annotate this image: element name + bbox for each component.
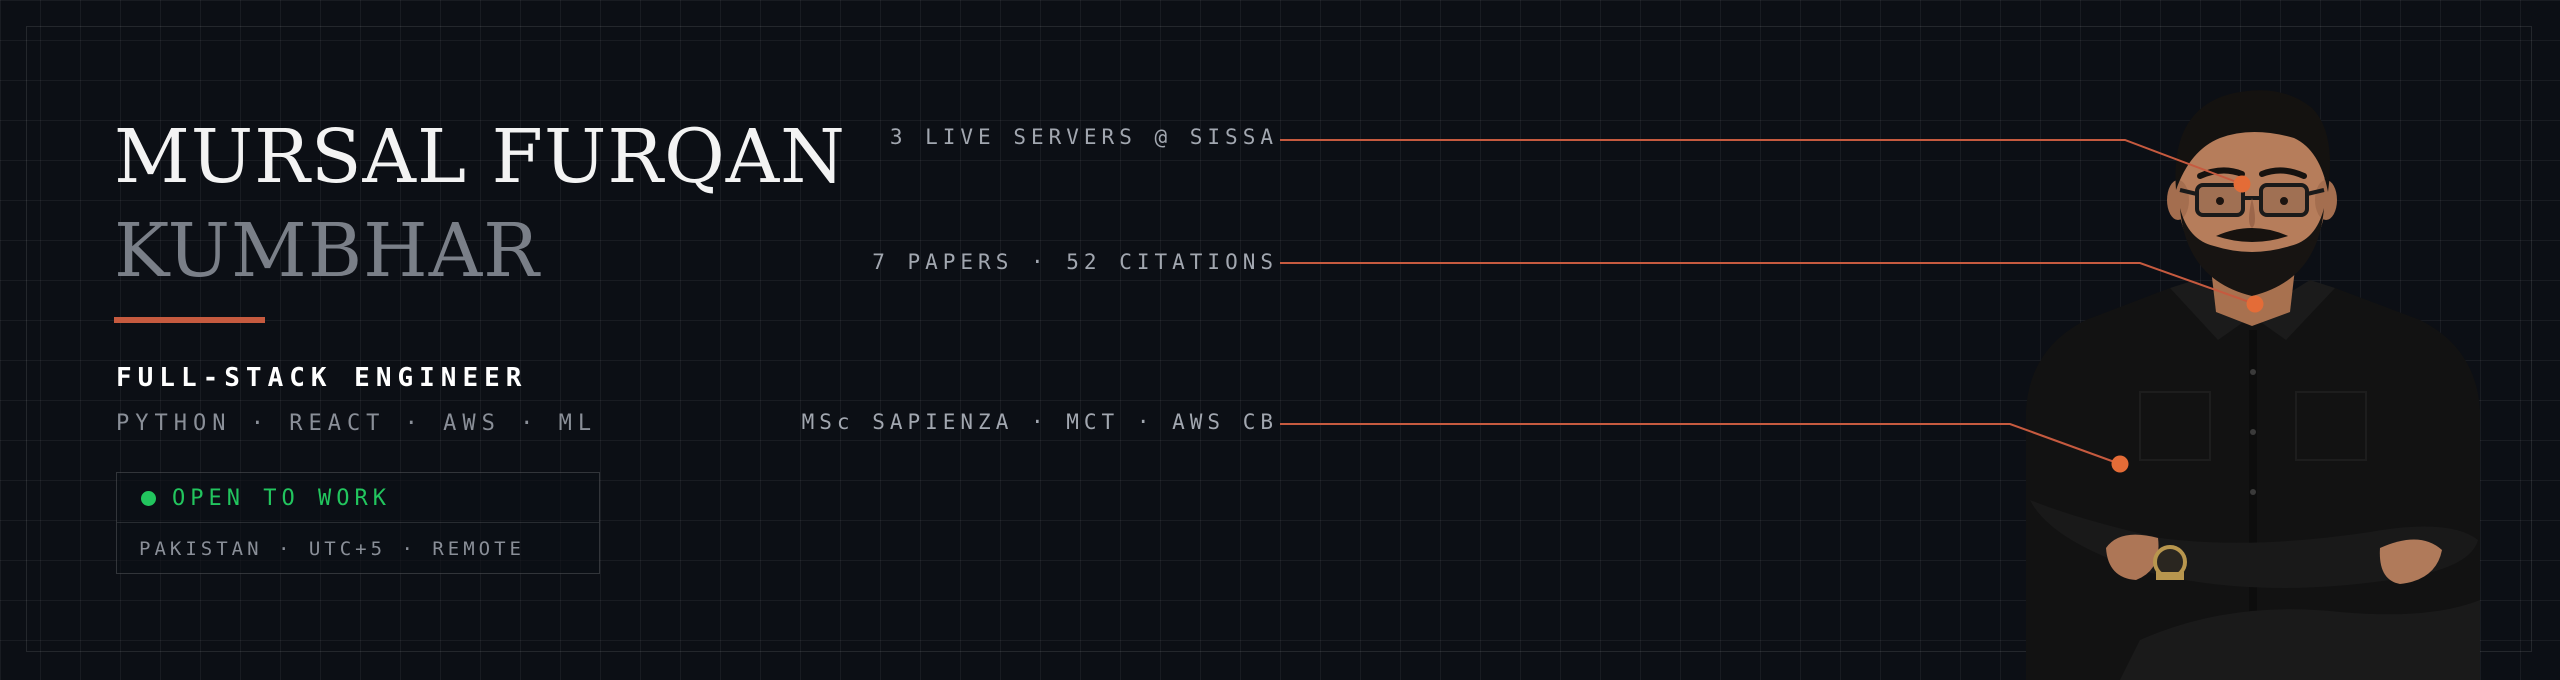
location-timezone: PAKISTAN · UTC+5 · REMOTE [139, 538, 525, 560]
accent-divider [114, 317, 265, 323]
name-last-line: KUMBHAR [114, 208, 540, 294]
open-to-work-status: OPEN TO WORK [172, 486, 391, 511]
banner-frame [26, 26, 2532, 652]
callout-label-servers: 3 LIVE SERVERS @ SISSA [889, 125, 1278, 149]
callout-label-education: MSc SAPIENZA · MCT · AWS CB [801, 410, 1278, 434]
availability-row: OPEN TO WORK [117, 473, 599, 523]
skills-list: PYTHON · REACT · AWS · ML [116, 411, 598, 436]
name-first-line: MURSAL FURQAN [114, 114, 846, 200]
name-block: MURSAL FURQAN KUMBHAR [114, 110, 846, 298]
job-title: FULL-STACK ENGINEER [116, 363, 528, 393]
availability-card: OPEN TO WORK PAKISTAN · UTC+5 · REMOTE [116, 472, 600, 574]
portrait-photo [2026, 90, 2480, 680]
callout-label-papers: 7 PAPERS · 52 CITATIONS [872, 250, 1278, 274]
status-dot-icon [141, 491, 156, 506]
